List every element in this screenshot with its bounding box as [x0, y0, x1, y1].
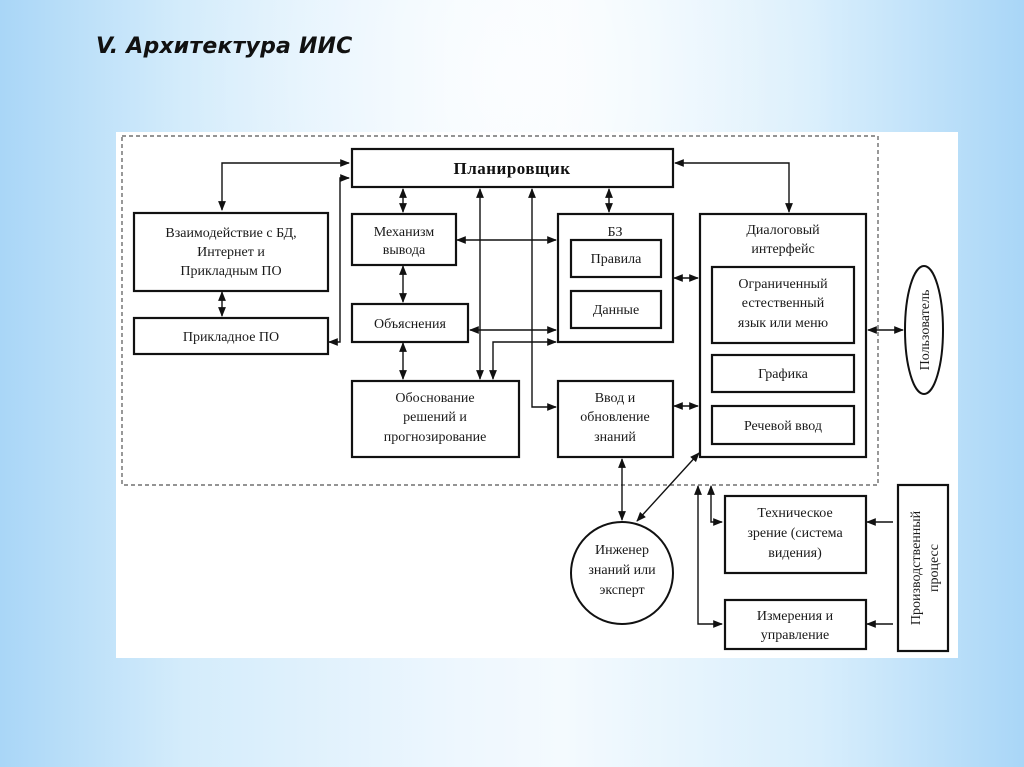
connector-measurement-system	[694, 485, 723, 628]
speech-input-label: Речевой ввод	[744, 419, 822, 434]
inference-engine-box: Механизм вывода	[350, 212, 458, 267]
knowledge-input-box: Ввод и обновление знаний	[556, 379, 675, 459]
dialog-title-line1: Диалоговый	[746, 223, 820, 238]
justification-label-line3: прогнозирование	[384, 430, 487, 445]
interaction-label-line3: Прикладным ПО	[180, 264, 281, 279]
explanations-label: Объяснения	[374, 317, 446, 332]
measurement-line1: Измерения и	[757, 609, 834, 624]
graphics-label: Графика	[758, 367, 809, 382]
interaction-label-line1: Взаимодействие с БД,	[165, 226, 296, 241]
vision-line1: Техническое	[757, 506, 832, 521]
connector-planner-interaction	[218, 159, 350, 211]
knowledge-input-line1: Ввод и	[595, 391, 636, 406]
kb-data-label: Данные	[593, 303, 639, 318]
engineer-line1: Инженер	[595, 543, 649, 558]
planner-label: Планировщик	[453, 159, 570, 178]
kb-rules-label: Правила	[591, 252, 642, 267]
inference-label-line1: Механизм	[374, 225, 435, 240]
graphics-box	[710, 353, 856, 394]
production-process-box: Производственный процесс	[896, 483, 950, 653]
planner-box: Планировщик	[350, 147, 675, 189]
kb-rules-box	[569, 238, 663, 279]
vision-line2: зрение (система	[747, 526, 843, 541]
connector-dialog-engineer	[636, 452, 700, 522]
interaction-box: Взаимодействие с БД, Интернет и Прикладн…	[132, 211, 330, 293]
vision-line3: видения)	[768, 546, 822, 561]
speech-input-box	[710, 404, 856, 446]
dialog-title-line2: интерфейс	[751, 242, 814, 257]
connector-planner-dialog	[674, 159, 793, 213]
system-boundary	[121, 135, 879, 486]
justification-label-line2: решений и	[403, 410, 467, 425]
inference-label-line2: вывода	[383, 243, 426, 258]
knowledge-input-line3: знаний	[594, 430, 636, 445]
connector-planner-knowledge-input	[528, 188, 557, 411]
slide-title: V. Архитектура ИИС	[96, 34, 353, 59]
knowledge-base-box: БЗ Правила Данные	[556, 212, 675, 344]
limited-language-box	[710, 265, 856, 345]
connector-kb-justification	[489, 338, 557, 380]
measurement-line2: управление	[761, 628, 830, 643]
kb-title: БЗ	[607, 225, 622, 240]
technical-vision-box: Техническое зрение (система видения)	[723, 494, 868, 575]
engineer-line3: эксперт	[599, 583, 644, 598]
limited-language-line1: Ограниченный	[738, 277, 828, 292]
measurement-control-box: Измерения и управление	[723, 598, 868, 651]
limited-language-line3: язык или меню	[738, 316, 828, 331]
dialog-interface-box: Диалоговый интерфейс Ограниченный естест…	[698, 212, 868, 459]
interaction-label-line2: Интернет и	[197, 245, 265, 260]
explanations-box: Объяснения	[350, 302, 470, 344]
kb-data-box	[569, 289, 663, 330]
applied-software-label: Прикладное ПО	[183, 330, 279, 345]
production-line1: Производственный	[909, 510, 924, 625]
knowledge-engineer-circle: Инженер знаний или эксперт	[570, 521, 674, 625]
engineer-line2: знаний или	[588, 563, 656, 578]
justification-box: Обоснование решений и прогнозирование	[350, 379, 521, 459]
connector-vision-system	[707, 485, 723, 526]
limited-language-line2: естественный	[742, 296, 825, 311]
user-ellipse: Пользователь	[904, 265, 944, 395]
knowledge-input-line2: обновление	[580, 410, 649, 425]
user-label: Пользователь	[918, 290, 933, 371]
justification-label-line1: Обоснование	[395, 391, 474, 406]
connector-planner-applied-software	[328, 174, 350, 346]
applied-software-box: Прикладное ПО	[132, 316, 330, 356]
production-line2: процесс	[927, 544, 942, 592]
